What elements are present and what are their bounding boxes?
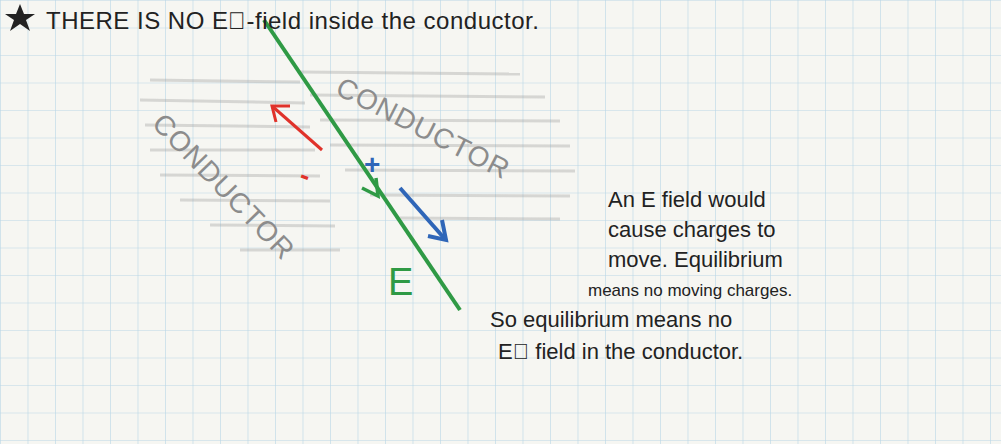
force-arrow [272,106,322,150]
force-arrowhead [428,220,446,240]
note-line: E⃗ field in the conductor. [498,340,743,364]
force-arrow [400,188,444,238]
field-symbol: E [388,262,413,304]
note-line: move. Equilibrium [608,248,783,272]
charge-sign: + [364,150,380,181]
note-line: An E field would [608,188,766,212]
note-line: cause charges to [608,218,776,242]
heading: THERE IS NO E⃗-field inside the conducto… [46,8,539,34]
star-symbol [5,4,35,31]
field-arrowhead [362,178,378,196]
force-arrowhead [272,106,290,122]
note-line: means no moving charges. [588,282,792,301]
note-line: So equilibrium means no [490,308,732,332]
field-line [264,20,460,310]
